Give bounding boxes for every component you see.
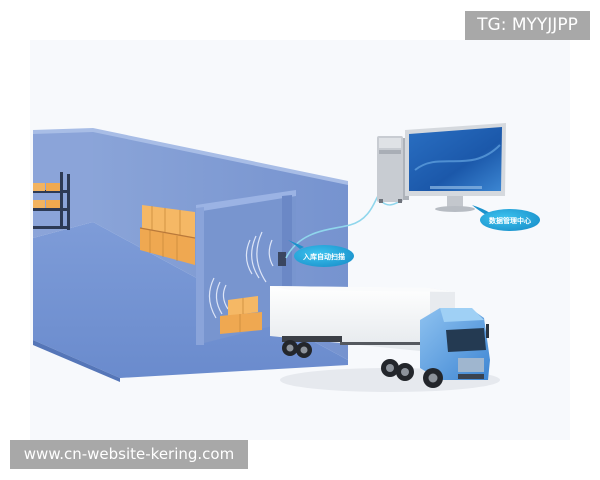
- watermark-bottom: www.cn-website-kering.com: [10, 440, 248, 469]
- scanner-label: 入库自动扫描: [302, 252, 345, 261]
- rfid-scanner-icon: [278, 252, 286, 266]
- data-cable: [285, 195, 379, 259]
- data-center-label-bubble: 数据管理中心: [472, 205, 540, 231]
- data-center-label: 数据管理中心: [489, 216, 531, 225]
- scanner-label-bubble: 入库自动扫描: [288, 240, 354, 267]
- shelf-icon: [33, 172, 70, 230]
- watermark-top: TG: MYYJJPP: [465, 11, 590, 40]
- boxes-door-icon: [220, 296, 262, 334]
- monitor-icon: [405, 123, 506, 212]
- computer-icon: [377, 136, 409, 203]
- rfid-waves-icon: [208, 231, 274, 319]
- truck-icon: [270, 286, 500, 392]
